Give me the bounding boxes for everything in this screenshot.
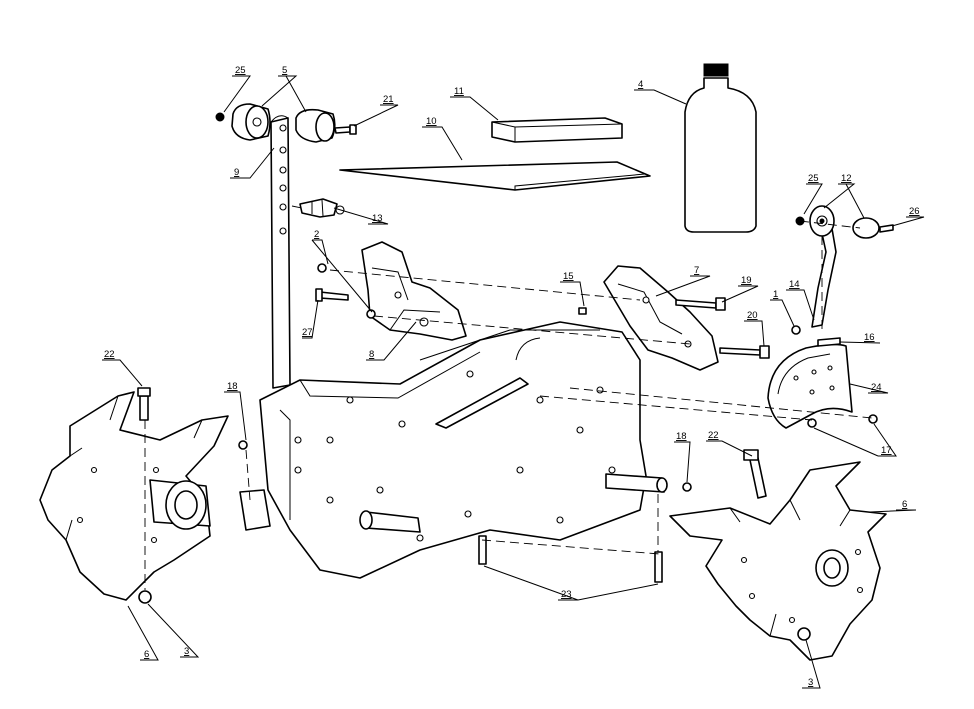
callout-17: 17 xyxy=(881,445,892,456)
flat-plate-parts xyxy=(339,117,651,191)
callout-13: 13 xyxy=(372,213,383,224)
main-gear-housing xyxy=(238,321,692,583)
oil-bottle xyxy=(684,63,757,233)
callout-18: 18 xyxy=(227,381,238,392)
callout-21: 21 xyxy=(383,94,394,105)
callout-18-right: 18 xyxy=(676,431,687,442)
depth-bar-assembly xyxy=(215,103,357,389)
right-wheel-arm xyxy=(767,205,894,429)
callout-labels: 25 5 21 9 11 10 4 13 2 15 7 19 25 12 26 … xyxy=(104,65,920,688)
callout-22: 22 xyxy=(104,349,115,360)
callout-1: 1 xyxy=(773,289,778,300)
callout-8: 8 xyxy=(369,349,374,360)
callout-4: 4 xyxy=(638,79,643,90)
callout-25: 25 xyxy=(235,65,246,76)
callout-5: 5 xyxy=(282,65,287,76)
callout-26: 26 xyxy=(909,206,920,217)
callout-2: 2 xyxy=(314,229,319,240)
leader-lines xyxy=(102,75,925,689)
callout-15: 15 xyxy=(563,271,574,282)
left-tine-assembly xyxy=(39,387,229,604)
callout-10: 10 xyxy=(426,116,437,127)
callout-6-left: 6 xyxy=(144,649,149,660)
callout-22-right: 22 xyxy=(708,430,719,441)
callout-12: 12 xyxy=(841,173,852,184)
callout-27: 27 xyxy=(302,327,313,338)
assembly-lines xyxy=(144,205,873,590)
left-bracket xyxy=(315,241,467,341)
callout-11: 11 xyxy=(454,86,464,97)
callout-14: 14 xyxy=(789,279,800,290)
callout-24: 24 xyxy=(871,382,882,393)
callout-25-right: 25 xyxy=(808,173,819,184)
callout-3-left: 3 xyxy=(184,646,189,657)
callout-7: 7 xyxy=(694,265,699,276)
callout-16: 16 xyxy=(864,332,875,343)
callout-6-right: 6 xyxy=(902,499,907,510)
right-tine-assembly xyxy=(669,449,887,661)
callout-20: 20 xyxy=(747,310,758,321)
callout-23: 23 xyxy=(561,589,572,600)
callout-3-right: 3 xyxy=(808,677,813,688)
callout-19: 19 xyxy=(741,275,752,286)
callout-9: 9 xyxy=(234,167,239,178)
